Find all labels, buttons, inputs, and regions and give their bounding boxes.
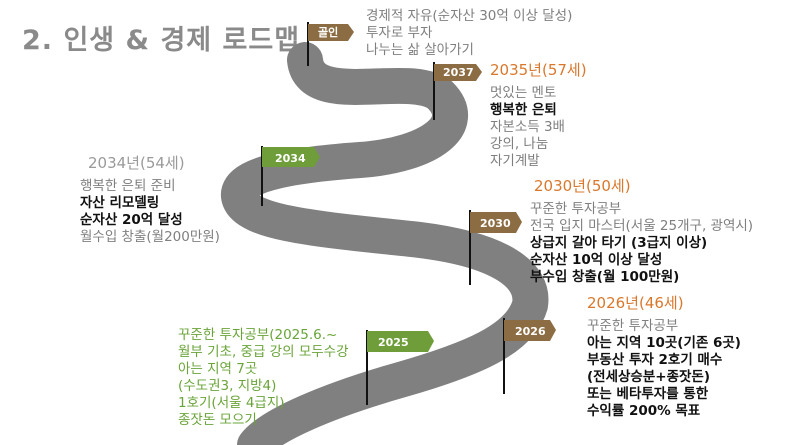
b2034-line-3: 순자산 20억 달성 [80, 212, 183, 228]
b2030-line-5: 부수입 창출(월 100만원) [530, 269, 680, 285]
flag-2037: 2037 [433, 62, 482, 120]
flag-goal-label: 골인 [318, 25, 338, 39]
b2025-line-6: 종잣돈 모으기 [178, 412, 257, 428]
b2037-line-5: 자기계발 [490, 153, 540, 169]
b2037-line-3: 자본소득 3배 [490, 119, 565, 135]
b2025-line-5: 1호기(서울 4급지) [178, 395, 285, 411]
flag-2025-label: 2025 [378, 336, 409, 349]
road [221, 42, 549, 445]
flag-2026: 2026 [503, 318, 556, 394]
b2026-line-3: 부동산 투자 2호기 매수 [587, 352, 723, 368]
flag-2030-label: 2030 [480, 217, 511, 230]
flag-2030: 2030 [469, 210, 522, 285]
flag-2034-label: 2034 [275, 152, 306, 165]
goal-line-1: 경제적 자유(순자산 30억 이상 달성) [366, 8, 573, 24]
goal-block: 경제적 자유(순자산 30억 이상 달성) 투자로 부자 나누는 삶 살아가기 [366, 8, 572, 59]
b2025-line-4: (수도권3, 지방4) [178, 378, 277, 394]
page-title: 2. 인생 & 경제 로드맵 [22, 25, 301, 56]
b2026-line-6: 수익률 200% 목표 [587, 403, 701, 419]
goal-line-2: 투자로 부자 [366, 25, 433, 41]
b2030-line-3: 상급지 갈아 타기 (3급지 이상) [530, 235, 708, 251]
flag-2034: 2034 [261, 146, 320, 206]
b2025-line-3: 아는 지역 7곳 [178, 361, 258, 377]
year-2035: 2035년(57세) [490, 61, 587, 79]
flag-2037-label: 2037 [443, 66, 474, 79]
b2037-line-1: 멋있는 멘토 [490, 85, 557, 101]
b2026-line-1: 꾸준한 투자공부 [587, 318, 679, 334]
b2034-line-2: 자산 리모델링 [80, 195, 160, 211]
block-2037: 2035년(57세) 멋있는 멘토 행복한 은퇴 자본소득 3배 강의, 나눔 … [490, 62, 587, 170]
b2034-line-4: 월수입 창출(월200만원) [80, 229, 220, 245]
b2037-line-2: 행복한 은퇴 [490, 102, 557, 118]
year-2030: 2030년(50세) [534, 177, 631, 195]
year-2034: 2034년(54세) [88, 154, 185, 172]
flag-2025: 2025 [366, 330, 434, 405]
b2030-line-2: 전국 입지 마스터(서울 25개구, 광역시) [530, 218, 754, 234]
b2025-line-1: 꾸준한 투자공부(2025.6.~ [178, 327, 338, 343]
block-2034: 2034년(54세) 행복한 은퇴 준비 자산 리모델링 순자산 20억 달성 … [80, 155, 220, 246]
b2026-line-2: 아는 지역 10곳(기존 6곳) [587, 335, 741, 351]
goal-line-3: 나누는 삶 살아가기 [366, 42, 474, 58]
block-2026: 2026년(46세) 꾸준한 투자공부 아는 지역 10곳(기존 6곳) 부동산… [587, 295, 741, 420]
b2034-line-1: 행복한 은퇴 준비 [80, 178, 176, 194]
b2025-line-2: 월부 기초, 중급 강의 모두수강 [178, 344, 349, 360]
b2030-line-1: 꾸준한 투자공부 [530, 201, 622, 217]
flag-2026-label: 2026 [515, 325, 546, 338]
b2026-line-5: 또는 베타투자를 통한 [587, 386, 709, 402]
flag-goal: 골인 [307, 22, 354, 66]
b2037-line-4: 강의, 나눔 [490, 136, 549, 152]
block-2025: 꾸준한 투자공부(2025.6.~ 월부 기초, 중급 강의 모두수강 아는 지… [178, 327, 349, 429]
block-2030: 2030년(50세) 꾸준한 투자공부 전국 입지 마스터(서울 25개구, 광… [530, 178, 753, 286]
year-2026: 2026년(46세) [587, 294, 684, 312]
b2030-line-4: 순자산 10억 이상 달성 [530, 252, 663, 268]
b2026-line-4: (전세상승분+종잣돈) [587, 369, 711, 385]
